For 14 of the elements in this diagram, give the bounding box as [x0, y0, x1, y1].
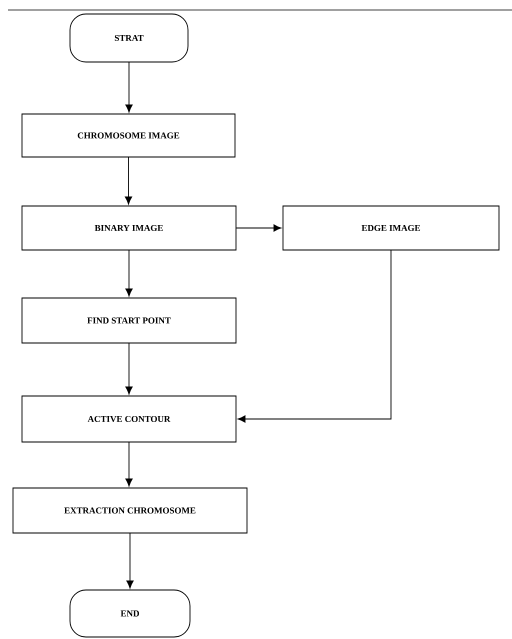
arrow [126, 533, 134, 588]
arrow [125, 62, 133, 112]
arrow [125, 343, 133, 394]
arrow [124, 157, 132, 204]
process-box: EDGE IMAGE [282, 206, 500, 250]
arrow [236, 224, 282, 232]
process-box: ACTIVE CONTOUR [22, 396, 236, 442]
process-box: BINARY IMAGE [22, 206, 236, 250]
process-box: CHROMOSOME IMAGE [22, 114, 236, 158]
process-box: EXTRACTION CHROMOSOME [12, 488, 248, 534]
arrow [238, 250, 392, 423]
arrow [125, 442, 133, 486]
arrow [125, 250, 133, 296]
process-box: FIND START POINT [22, 298, 236, 344]
